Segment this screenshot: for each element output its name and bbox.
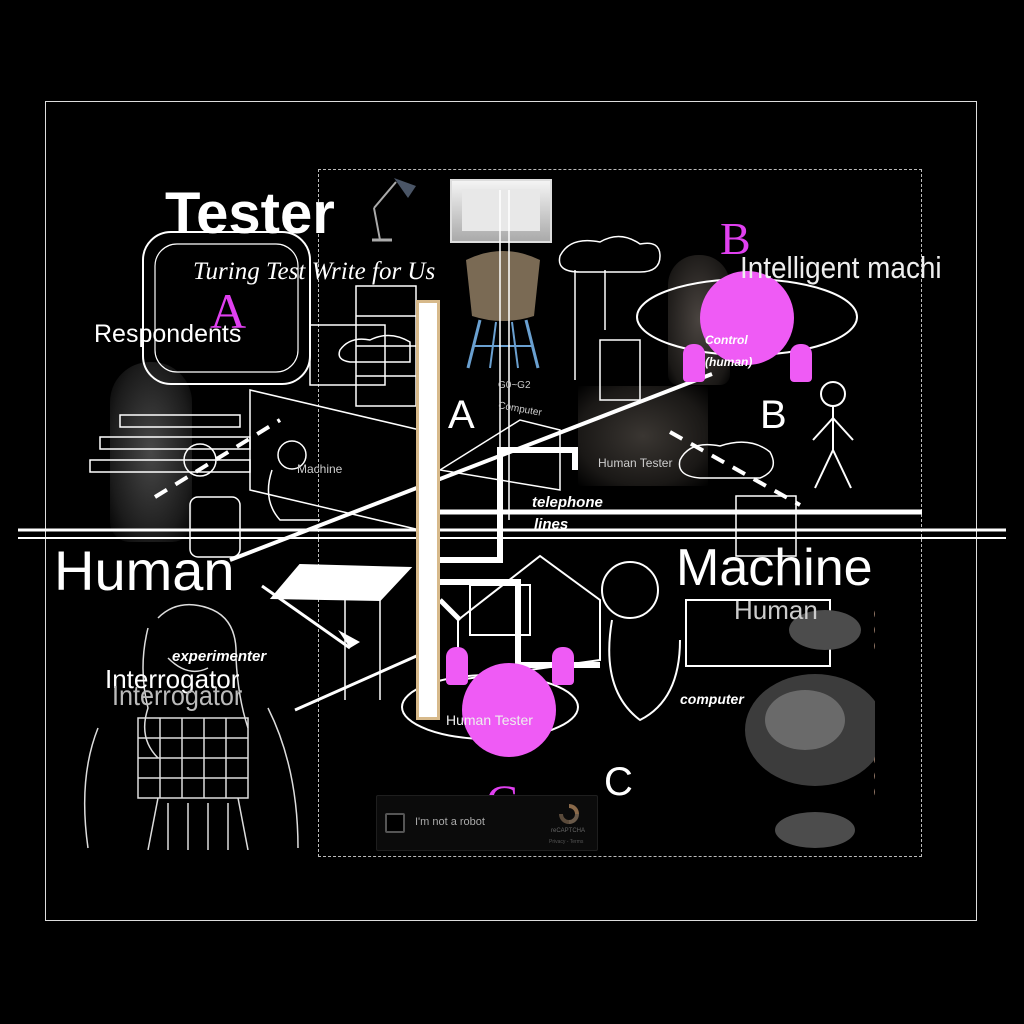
human-tester-label: Human Tester — [446, 712, 533, 728]
recaptcha-logo-icon — [559, 804, 579, 824]
control-label: Control — [705, 333, 748, 347]
magenta-marker — [446, 647, 468, 685]
central-pillar — [416, 300, 440, 720]
captcha-brand: reCAPTCHA — [551, 828, 586, 834]
label-a: A — [210, 283, 247, 339]
interrogator-illustration — [83, 603, 299, 850]
magenta-marker — [683, 344, 705, 382]
interrogator-label-shadow: Interrogator — [112, 680, 243, 711]
desk-lamp-icon — [372, 178, 416, 242]
captcha-label: I'm not a robot — [415, 816, 485, 828]
lines-label: lines — [534, 516, 569, 533]
tester-title: Tester — [165, 181, 335, 246]
magenta-circle-c — [462, 663, 556, 757]
robot-illustration — [745, 600, 895, 850]
human-tester-small-label: Human Tester — [598, 456, 673, 470]
control-human-label: (human) — [705, 355, 753, 369]
machine-label: Machine — [676, 539, 873, 597]
ghost-figure — [110, 362, 192, 542]
experimenter-label: experimenter — [172, 648, 267, 665]
g2-label: G0~G2 — [498, 380, 531, 391]
label-a-white: A — [448, 393, 475, 437]
telephone-label: telephone — [532, 494, 603, 511]
captcha-privacy-links[interactable]: Privacy - Terms — [549, 839, 584, 845]
captcha-checkbox[interactable] — [385, 813, 405, 833]
computer-label: computer — [680, 691, 744, 707]
computer-monitor-icon — [450, 179, 552, 243]
intelligent-machine-label: Intelligent machi — [740, 250, 942, 285]
label-b: B — [720, 213, 751, 264]
outer-frame — [45, 101, 977, 921]
respondents-label: Respondents — [94, 320, 242, 348]
magenta-marker — [552, 647, 574, 685]
recaptcha-widget: I'm not a robot reCAPTCHA Privacy - Term… — [376, 795, 598, 851]
human-small-label: Human — [734, 595, 818, 625]
magenta-circle-b — [700, 271, 794, 365]
human-label: Human — [54, 539, 235, 602]
turing-subtitle: Turing Test Write for Us — [193, 258, 436, 285]
chair-icon — [466, 251, 540, 369]
label-b-white: B — [760, 393, 787, 437]
magenta-marker — [790, 344, 812, 382]
interrogator-label: Interrogator — [105, 664, 240, 694]
stick-figure-icon — [812, 381, 854, 489]
machine-small-label: Machine — [297, 462, 343, 476]
label-c-white: C — [604, 760, 633, 804]
